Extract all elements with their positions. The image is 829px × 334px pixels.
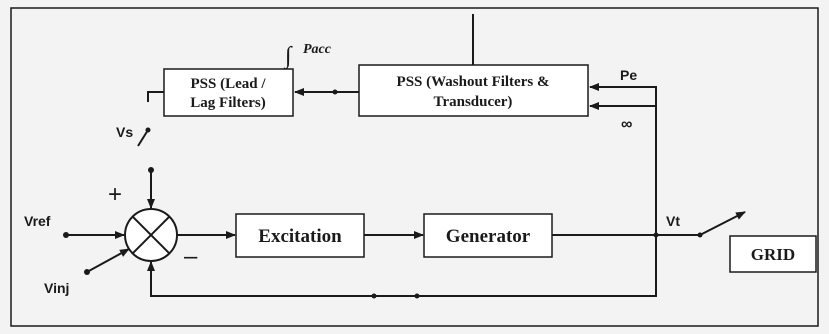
excitation-block: Excitation: [235, 213, 365, 258]
vs-terminal: [148, 167, 154, 173]
pe-label: Pe: [620, 67, 637, 83]
pacc-label: Pacc: [303, 42, 332, 57]
vinj-label: Vinj: [44, 280, 69, 296]
minus-sign: –: [184, 243, 198, 270]
integral-symbol: ∫: [283, 43, 293, 70]
pss-lead-lag-block: PSS (Lead / Lag Filters): [163, 68, 294, 117]
vref-terminal: [63, 232, 69, 238]
diagram-frame: [10, 7, 819, 327]
leadlag-output-line: [147, 91, 164, 102]
vs-switch: [137, 129, 149, 147]
vinj-input-line: [86, 248, 130, 273]
pss-washout-label-line2: Transducer): [434, 94, 513, 110]
pss-lead-lag-label-line2: Lag Filters): [190, 95, 265, 111]
grid-switch: [699, 211, 746, 236]
plus-sign: +: [108, 181, 122, 208]
vref-label: Vref: [24, 213, 51, 229]
pss-washout-block: PSS (Washout Filters & Transducer): [358, 64, 589, 117]
generator-block: Generator: [423, 213, 553, 258]
vs-label: Vs: [116, 124, 133, 140]
pe-input-line: [589, 83, 657, 235]
vt-label: Vt: [666, 213, 680, 229]
omega-label: ∞: [621, 116, 632, 133]
summing-junction: [124, 208, 178, 262]
feedback-dot-2: [414, 293, 420, 299]
excitation-label: Excitation: [258, 226, 342, 247]
grid-block: GRID: [729, 235, 817, 273]
feedback-dot-1: [371, 293, 377, 299]
pss-washout-label-line1: PSS (Washout Filters &: [397, 74, 550, 90]
pss-lead-lag-label-line1: PSS (Lead /: [190, 76, 266, 92]
pss-loop-dot: [332, 89, 338, 95]
vt-feedback-line: [147, 235, 657, 297]
generator-label: Generator: [446, 226, 531, 247]
grid-label: GRID: [751, 245, 795, 264]
